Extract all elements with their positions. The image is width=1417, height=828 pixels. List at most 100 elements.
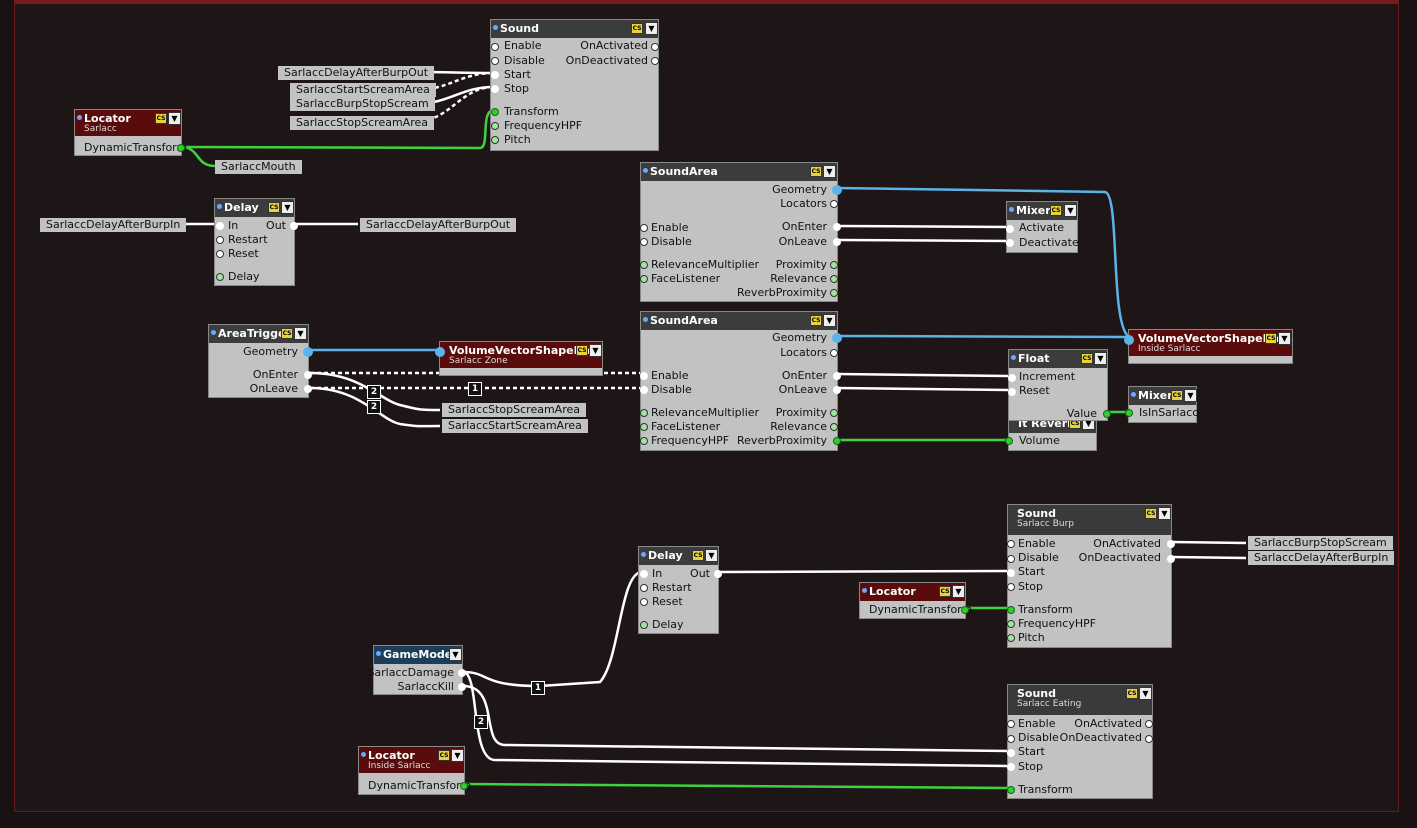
dropdown-icon[interactable]: ▼ <box>449 648 462 661</box>
link-tag[interactable]: SarlaccDelayAfterBurpOut <box>360 218 517 232</box>
link-tag[interactable]: SarlaccBurpStopScream <box>290 97 435 111</box>
dropdown-icon[interactable]: ▼ <box>1158 507 1171 520</box>
input-pin[interactable] <box>1007 749 1015 757</box>
input-pin[interactable] <box>640 275 648 283</box>
cs-icon[interactable]: CS <box>810 315 822 326</box>
input-pin[interactable] <box>1007 555 1015 563</box>
input-pin[interactable] <box>640 437 648 445</box>
cs-icon[interactable]: CS <box>1126 688 1138 699</box>
input-pin[interactable] <box>640 584 648 592</box>
output-pin[interactable] <box>833 372 841 380</box>
link-tag[interactable]: SarlaccDelayAfterBurpIn <box>40 218 187 232</box>
output-pin[interactable] <box>303 347 313 357</box>
cs-icon[interactable]: CS <box>631 23 643 34</box>
input-pin[interactable] <box>491 136 499 144</box>
link-tag[interactable]: SarlaccBurpStopScream <box>1248 536 1393 550</box>
output-pin[interactable] <box>1167 540 1175 548</box>
input-pin[interactable] <box>216 236 224 244</box>
input-pin[interactable] <box>640 409 648 417</box>
output-pin[interactable] <box>833 437 841 445</box>
link-tag[interactable]: SarlaccStopScreamArea <box>290 116 434 130</box>
input-pin[interactable] <box>1007 540 1015 548</box>
gamemodes-node[interactable]: GameModes▼ SarlaccDamage SarlaccKill <box>367 645 466 695</box>
input-pin[interactable] <box>491 57 499 65</box>
link-tag[interactable]: SarlaccDelayAfterBurpIn <box>1248 551 1395 565</box>
dropdown-icon[interactable]: ▼ <box>1278 332 1291 345</box>
output-pin[interactable] <box>304 371 312 379</box>
input-pin[interactable] <box>1007 786 1015 794</box>
output-pin[interactable] <box>832 185 842 195</box>
input-pin[interactable] <box>640 621 648 629</box>
link-tag[interactable]: SarlaccStartScreamArea <box>290 83 436 97</box>
output-pin[interactable] <box>832 333 842 343</box>
dropdown-icon[interactable]: ▼ <box>823 314 836 327</box>
cs-icon[interactable]: CS <box>1050 205 1062 216</box>
output-pin[interactable] <box>833 238 841 246</box>
output-pin[interactable] <box>833 223 841 231</box>
cs-icon[interactable]: CS <box>810 166 822 177</box>
output-pin[interactable] <box>1103 410 1111 418</box>
output-pin[interactable] <box>830 349 838 357</box>
input-pin[interactable] <box>491 122 499 130</box>
output-pin[interactable] <box>458 669 466 677</box>
output-pin[interactable] <box>830 275 838 283</box>
dropdown-icon[interactable]: ▼ <box>168 112 181 125</box>
dropdown-icon[interactable]: ▼ <box>1184 389 1197 402</box>
cs-icon[interactable]: CS <box>1265 333 1277 344</box>
input-pin[interactable] <box>640 261 648 269</box>
dropdown-icon[interactable]: ▼ <box>705 549 718 562</box>
input-pin[interactable] <box>491 108 499 116</box>
input-pin[interactable] <box>640 238 648 246</box>
cs-icon[interactable]: CS <box>1145 508 1157 519</box>
input-pin[interactable] <box>640 386 648 394</box>
input-pin[interactable] <box>1006 239 1014 247</box>
output-pin[interactable] <box>1145 735 1153 743</box>
cs-icon[interactable]: CS <box>268 202 280 213</box>
dropdown-icon[interactable]: ▼ <box>823 165 836 178</box>
input-pin[interactable] <box>435 347 445 357</box>
cs-icon[interactable]: CS <box>576 345 588 356</box>
input-pin[interactable] <box>1125 409 1133 417</box>
input-pin[interactable] <box>1007 569 1015 577</box>
output-pin[interactable] <box>290 222 298 230</box>
output-pin[interactable] <box>460 782 468 790</box>
link-tag[interactable]: SarlaccMouth <box>215 160 302 174</box>
output-pin[interactable] <box>961 606 969 614</box>
input-pin[interactable] <box>216 273 224 281</box>
output-pin[interactable] <box>830 409 838 417</box>
input-pin[interactable] <box>1007 606 1015 614</box>
output-pin[interactable] <box>830 423 838 431</box>
link-tag[interactable]: SarlaccDelayAfterBurpOut <box>278 66 435 80</box>
input-pin[interactable] <box>640 372 648 380</box>
input-pin[interactable] <box>1007 735 1015 743</box>
output-pin[interactable] <box>177 144 185 152</box>
input-pin[interactable] <box>491 85 499 93</box>
output-pin[interactable] <box>304 385 312 393</box>
input-pin[interactable] <box>216 222 224 230</box>
output-pin[interactable] <box>830 289 838 297</box>
input-pin[interactable] <box>1007 763 1015 771</box>
dropdown-icon[interactable]: ▼ <box>952 585 965 598</box>
input-pin[interactable] <box>640 598 648 606</box>
dropdown-icon[interactable]: ▼ <box>1139 687 1152 700</box>
dropdown-icon[interactable]: ▼ <box>451 749 464 762</box>
dropdown-icon[interactable]: ▼ <box>589 344 602 357</box>
input-pin[interactable] <box>640 224 648 232</box>
input-pin[interactable] <box>1124 335 1134 345</box>
output-pin[interactable] <box>651 43 659 51</box>
input-pin[interactable] <box>1007 720 1015 728</box>
